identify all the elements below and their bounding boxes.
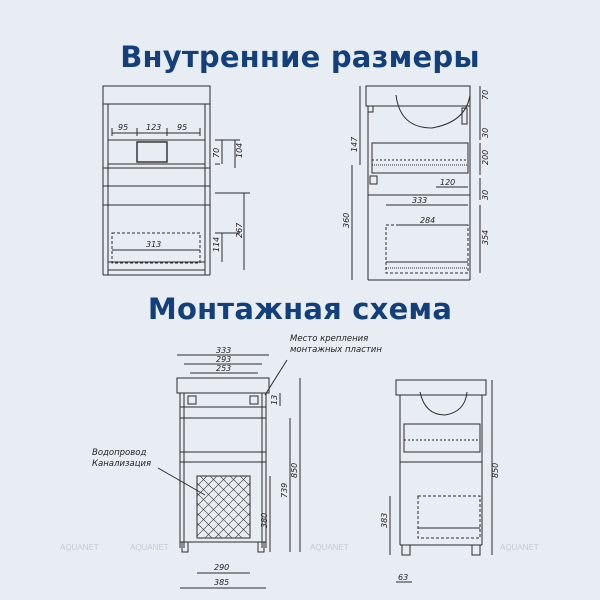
dim-313: 313 (146, 240, 161, 249)
dim-mount-385: 385 (214, 578, 229, 587)
dim-95-left: 95 (118, 123, 128, 132)
dim-114: 114 (212, 237, 221, 252)
internal-front-view (102, 85, 250, 276)
dim-side-mount-63: 63 (398, 573, 408, 582)
heading-internal-dimensions: Внутренние размеры (120, 40, 480, 74)
note-sewer: Канализация (92, 459, 151, 469)
dim-side-284: 284 (420, 216, 435, 225)
heading-mounting-scheme: Монтажная схема (147, 292, 453, 326)
dim-267: 267 (235, 222, 244, 238)
mounting-side-view (389, 379, 493, 583)
dim-123: 123 (146, 123, 161, 132)
dim-side-120: 120 (440, 178, 455, 187)
dim-mount-380: 380 (260, 513, 269, 528)
dim-side-30b: 30 (481, 190, 490, 200)
dim-side-mount-850: 850 (491, 463, 500, 478)
dim-side-333: 333 (412, 196, 427, 205)
dim-70: 70 (212, 148, 221, 158)
internal-side-view (351, 85, 481, 281)
connection-zone-hatch (196, 475, 251, 539)
dim-mount-850: 850 (290, 463, 299, 478)
dim-mount-13: 13 (270, 395, 279, 405)
dim-mount-253: 253 (216, 364, 231, 373)
dim-side-mount-383: 383 (380, 513, 389, 528)
dim-mount-333: 333 (216, 346, 231, 355)
dim-104: 104 (235, 143, 244, 158)
watermark-3: AQUANET (310, 543, 349, 552)
mounting-front-view (157, 354, 301, 589)
watermark-2: AQUANET (130, 543, 169, 552)
dim-side-200: 200 (481, 150, 490, 165)
dim-mount-290: 290 (214, 563, 229, 572)
note-plates-line1: Место крепления (290, 334, 368, 344)
dim-side-70: 70 (481, 90, 490, 100)
dim-side-147: 147 (350, 136, 359, 152)
dim-side-30a: 30 (481, 128, 490, 138)
dim-mount-739: 739 (280, 483, 289, 498)
note-water: Водопровод (92, 448, 146, 458)
dim-mount-293: 293 (216, 355, 231, 364)
dim-95-right: 95 (177, 123, 187, 132)
watermark-4: AQUANET (500, 543, 539, 552)
note-plates-line2: монтажных пластин (290, 345, 382, 355)
dim-side-354: 354 (481, 230, 490, 245)
dim-side-360: 360 (342, 213, 351, 228)
watermark-1: AQUANET (60, 543, 99, 552)
